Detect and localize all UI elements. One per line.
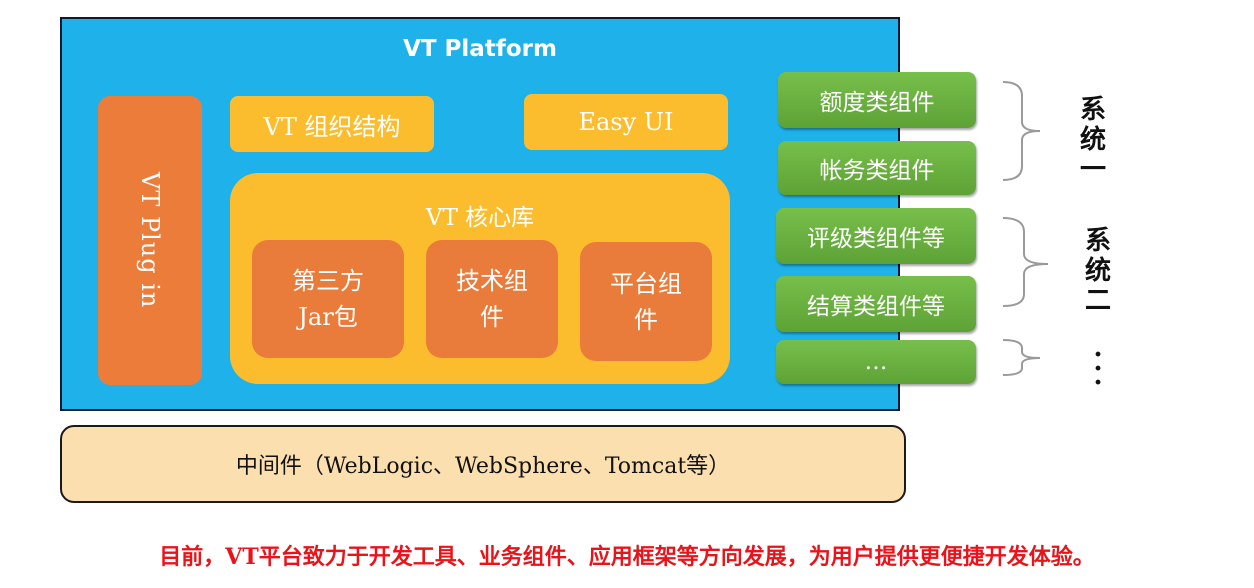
- core-library-title: VT 核心库: [425, 205, 535, 231]
- platform-title: VT Platform: [403, 36, 557, 62]
- system-two-label: 系 统 二: [1078, 226, 1118, 316]
- tech-component-line2: 件: [480, 303, 504, 331]
- component-rating: 评级类组件等: [776, 208, 976, 264]
- ellipsis-dot: ·: [1093, 340, 1103, 370]
- component-quota: 额度类组件: [778, 72, 976, 128]
- middleware-box: 中间件（WebLogic、WebSphere、Tomcat等）: [60, 425, 906, 503]
- brace-more: [1002, 339, 1041, 376]
- easy-ui-box: Easy UI: [524, 94, 728, 150]
- third-party-line2: Jar包: [298, 303, 358, 331]
- system-two-char: 系: [1084, 226, 1111, 256]
- component-accounting: 帐务类组件: [778, 141, 976, 195]
- ellipsis-dot: ·: [1093, 354, 1103, 384]
- tech-component-box: 技术组 件: [426, 240, 558, 358]
- brace-system-one: [1002, 81, 1041, 181]
- vt-plugin-box: VT Plug in: [98, 96, 202, 385]
- plugin-label: VT Plug in: [136, 172, 164, 309]
- system-one-char: 统: [1079, 125, 1106, 155]
- ellipsis-dot: ·: [1093, 368, 1103, 398]
- more-systems-ellipsis: · · ·: [1078, 340, 1118, 398]
- tech-component-line1: 技术组: [456, 267, 528, 295]
- system-two-char: 统: [1084, 256, 1111, 286]
- platform-component-box: 平台组 件: [580, 242, 712, 361]
- system-one-label: 系 统 一: [1073, 95, 1113, 185]
- org-structure-box: VT 组织结构: [230, 96, 434, 152]
- component-settlement: 结算类组件等: [776, 276, 976, 332]
- brace-system-two: [1002, 217, 1049, 307]
- third-party-jar-box: 第三方 Jar包: [252, 240, 404, 358]
- system-one-char: 系: [1079, 95, 1106, 125]
- platform-component-line1: 平台组: [610, 269, 682, 298]
- footer-caption: 目前，VT平台致力于开发工具、业务组件、应用框架等方向发展，为用户提供更便捷开发…: [159, 544, 1095, 570]
- third-party-line1: 第三方: [292, 267, 364, 295]
- system-two-char: 二: [1084, 286, 1111, 316]
- system-one-char: 一: [1079, 155, 1106, 185]
- platform-component-line2: 件: [634, 305, 658, 334]
- component-more: …: [776, 340, 976, 384]
